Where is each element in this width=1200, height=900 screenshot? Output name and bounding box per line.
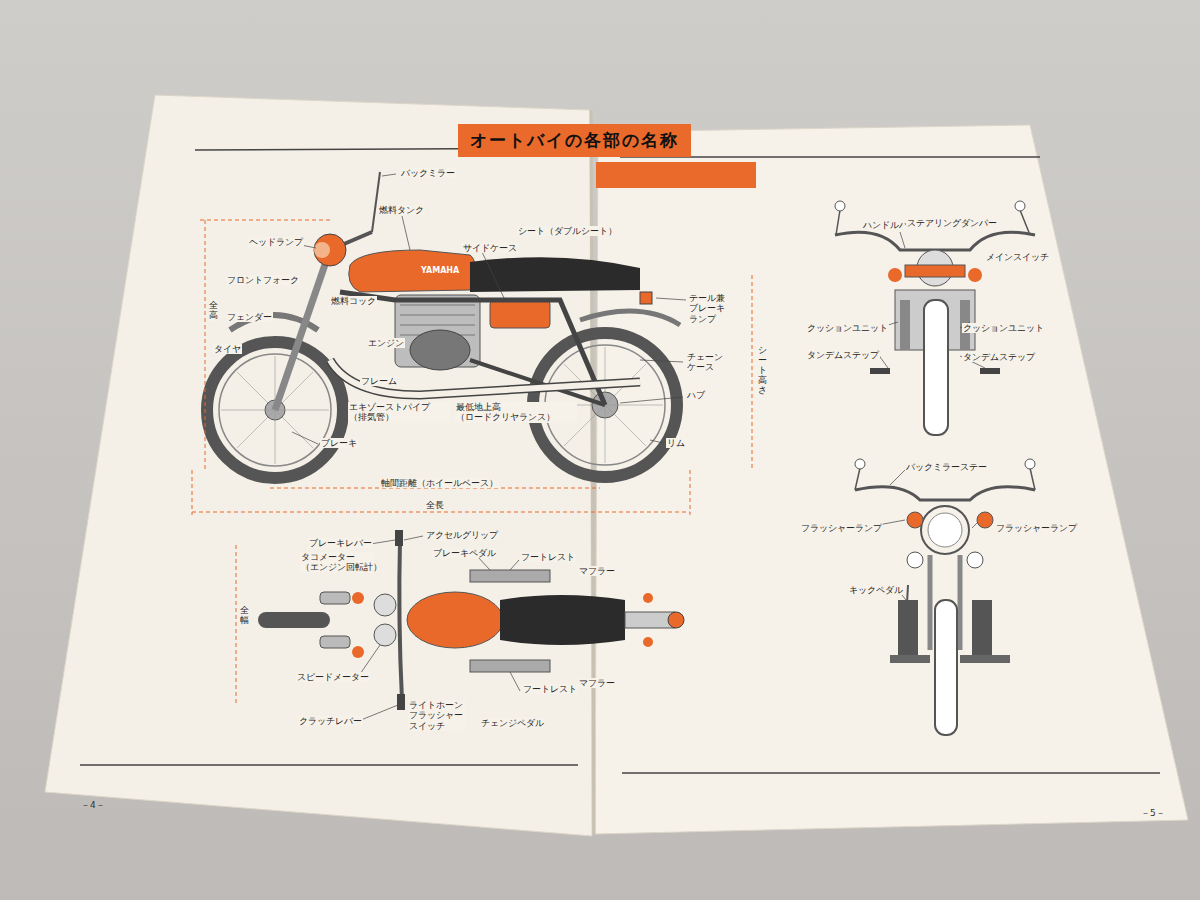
part-label: フートレスト — [522, 684, 578, 694]
part-label: バックミラー — [400, 168, 456, 178]
dimension-label: 全幅 — [240, 605, 249, 627]
part-label: マフラー — [578, 678, 616, 688]
part-label: 燃料タンク — [378, 205, 425, 215]
part-label: クッションユニット — [962, 323, 1045, 333]
part-label: フロントフォーク — [226, 275, 300, 285]
part-label: タンデムステップ — [806, 350, 880, 360]
part-label: サイドケース — [462, 243, 518, 253]
brand-mark: YAMAHA — [420, 266, 460, 275]
page-number: －5－ — [1140, 808, 1166, 818]
dimension-label: 全高 — [209, 300, 218, 322]
part-label: チェンジペダル — [480, 718, 545, 728]
part-label: テール兼 ブレーキ ランプ — [688, 293, 734, 324]
part-label: タコメーター （エンジン回転計） — [300, 552, 374, 573]
part-label: フラッシャーランプ — [800, 523, 883, 533]
dimension-label: 軸間距離（ホイールベース） — [380, 478, 499, 488]
part-label: ブレーキ — [320, 438, 358, 448]
part-label: スピードメーター — [296, 672, 370, 682]
dimension-label: 最低地上高 （ロードクリヤランス） — [455, 402, 577, 423]
part-label: 燃料コック — [330, 296, 377, 306]
part-label: エキゾーストパイプ （排気管） — [348, 402, 450, 423]
page-number: －4－ — [80, 800, 106, 810]
part-label: リム — [666, 438, 686, 448]
part-label: ブレーキペダル — [432, 548, 497, 558]
dimension-label: 全長 — [425, 500, 445, 510]
part-label: ハブ — [686, 390, 706, 400]
part-label: メインスイッチ — [985, 252, 1050, 262]
part-label: シート（ダブルシート） — [517, 226, 618, 236]
part-label: アクセルグリップ — [425, 530, 499, 540]
part-label: タンデムステップ — [962, 352, 1036, 362]
part-label: ステアリングダンパー — [906, 218, 998, 228]
part-label: ライトホーン フラッシャー スイッチ — [408, 700, 466, 731]
part-label: キックペダル — [848, 585, 904, 595]
part-label: マフラー — [578, 566, 616, 576]
part-label: クッションユニット — [806, 323, 889, 333]
part-label: フラッシャーランプ — [995, 523, 1078, 533]
part-label: タイヤ — [213, 344, 242, 354]
part-label: クラッチレバー — [298, 716, 363, 726]
part-label: エンジン — [367, 338, 405, 348]
part-label: フェンダー — [226, 312, 273, 322]
part-label: ブレーキレバー — [308, 538, 373, 548]
part-label: チェーン ケース — [686, 352, 726, 373]
part-label: ヘッドランプ — [248, 237, 304, 247]
section-title: オートバイの各部の名称 — [458, 124, 691, 157]
part-label: フートレスト — [520, 552, 576, 562]
part-label: バックミラーステー — [905, 462, 988, 472]
part-label: フレーム — [360, 376, 398, 386]
dimension-label: シート高さ — [758, 345, 767, 396]
